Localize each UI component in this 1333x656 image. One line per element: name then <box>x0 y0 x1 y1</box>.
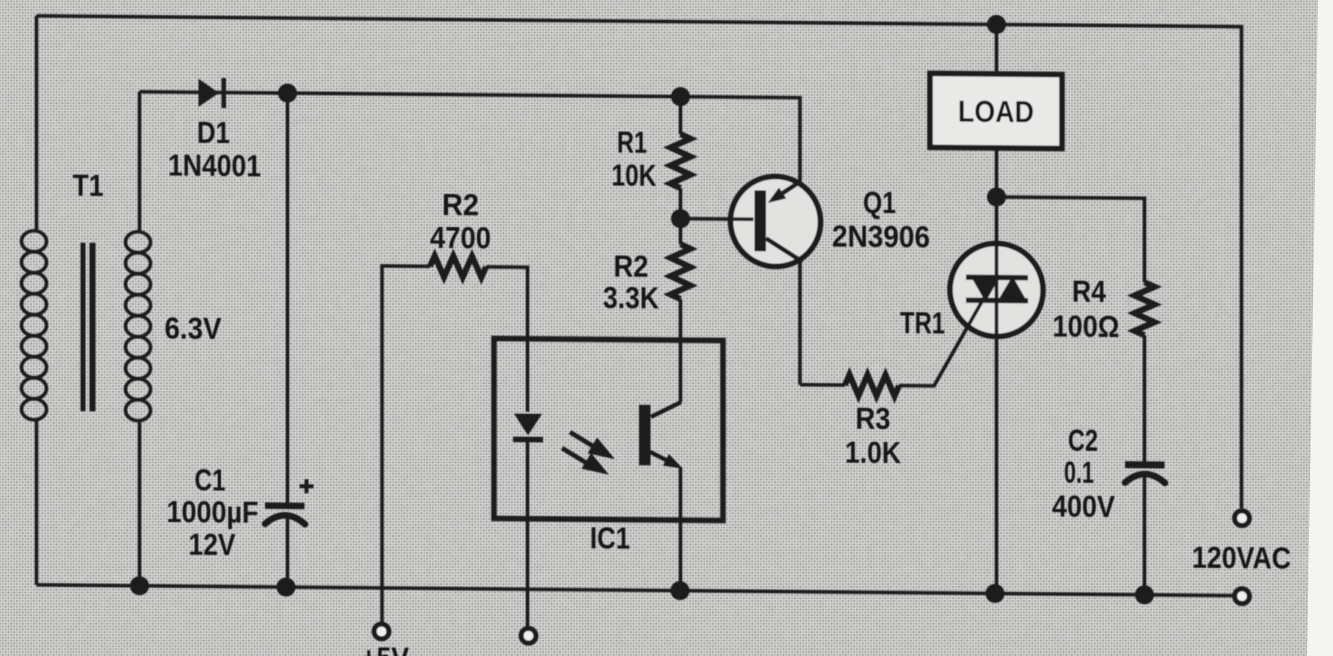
svg-text:LOAD: LOAD <box>958 94 1034 130</box>
svg-text:TR1: TR1 <box>900 305 945 340</box>
svg-text:12V: 12V <box>189 527 236 562</box>
svg-text:4700: 4700 <box>430 220 491 256</box>
svg-text:0.1: 0.1 <box>1064 455 1094 490</box>
svg-text:400V: 400V <box>1052 488 1115 524</box>
svg-text:IC1: IC1 <box>590 520 630 555</box>
svg-text:R2: R2 <box>614 249 649 284</box>
svg-text:2N3906: 2N3906 <box>832 218 930 254</box>
svg-text:1N4001: 1N4001 <box>168 148 261 184</box>
svg-text:1000µF: 1000µF <box>166 494 258 530</box>
svg-text:3.3K: 3.3K <box>603 280 660 316</box>
svg-text:R2: R2 <box>442 187 479 222</box>
svg-text:+5V: +5V <box>361 640 409 656</box>
svg-text:R3: R3 <box>856 401 891 436</box>
svg-text:100Ω: 100Ω <box>1052 308 1119 344</box>
svg-text:C2: C2 <box>1068 423 1098 458</box>
svg-text:C1: C1 <box>195 462 226 497</box>
svg-text:T1: T1 <box>73 168 104 203</box>
svg-text:6.3V: 6.3V <box>165 310 222 346</box>
svg-text:D1: D1 <box>197 115 230 150</box>
svg-text:10K: 10K <box>612 158 657 193</box>
svg-text:120VAC: 120VAC <box>1192 540 1291 576</box>
svg-text:Q1: Q1 <box>863 185 896 220</box>
svg-text:R1: R1 <box>617 125 647 160</box>
svg-text:1.0K: 1.0K <box>845 435 902 471</box>
svg-text:R4: R4 <box>1072 274 1107 309</box>
